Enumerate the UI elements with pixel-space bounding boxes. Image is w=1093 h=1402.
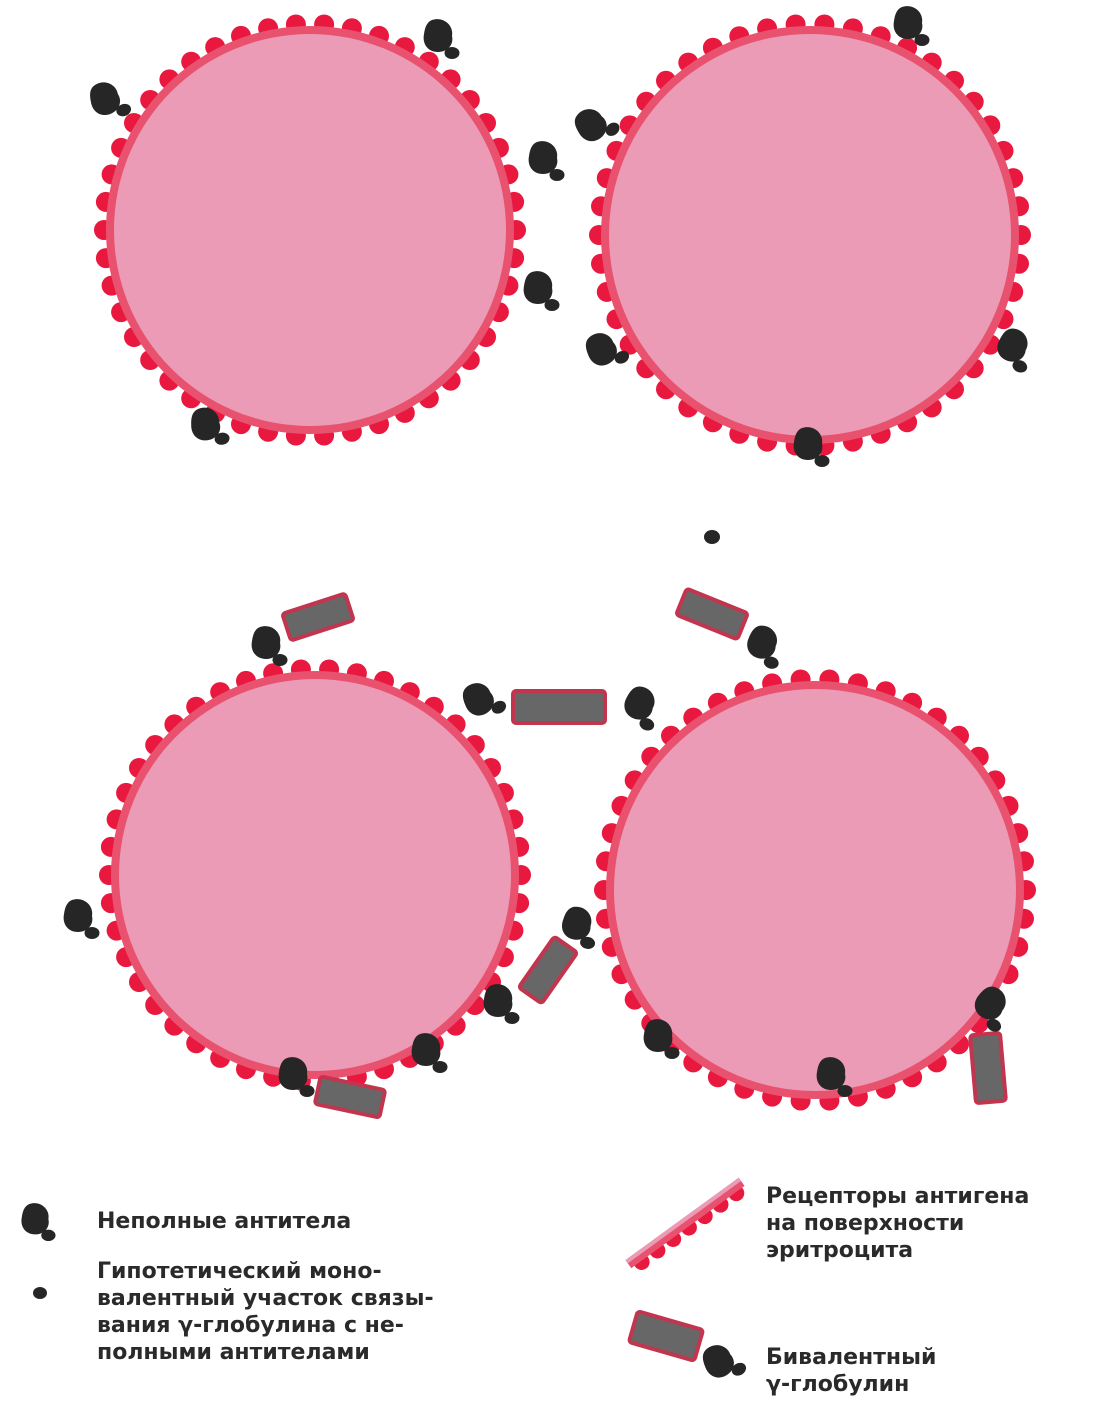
antibody-icon: [252, 626, 288, 666]
bivalent-globulin: [513, 691, 605, 723]
legend-incomplete-antibodies-label: Неполные антитела: [97, 1208, 351, 1235]
antibody-icon: [697, 1336, 748, 1388]
bivalent-globulin: [282, 593, 353, 640]
antibody-icon: [457, 674, 508, 726]
incomplete-antibody: [618, 683, 665, 733]
antibody-icon: [742, 623, 787, 671]
antibody-icon: [64, 899, 100, 939]
bivalent-globulin: [970, 1033, 1006, 1103]
erythrocyte: [94, 15, 526, 446]
erythrocyte: [99, 660, 531, 1091]
globulin-body: [315, 1076, 385, 1117]
incomplete-antibody: [524, 271, 560, 311]
incomplete-antibody: [252, 626, 288, 666]
binding-site-dot-icon: [33, 1287, 47, 1299]
bivalent-globulin: [676, 589, 748, 640]
globulin-body: [519, 937, 577, 1004]
receptor-strip-icon: [625, 1178, 749, 1276]
bivalent-globulin: [519, 937, 577, 1004]
membrane-strip-inner: [625, 1178, 741, 1264]
incomplete-antibody: [529, 141, 565, 181]
antibody-icon: [484, 984, 520, 1024]
antibody-icon: [618, 683, 665, 733]
antibody-icon: [21, 1203, 55, 1241]
binding-site-dot: [704, 530, 720, 544]
legend-antigen-receptors-label: Рецепторы антигена на поверхности эритро…: [766, 1183, 1029, 1264]
legend-bivalent-globulin-label: Бивалентный γ-глобулин: [766, 1344, 936, 1398]
incomplete-antibody: [991, 325, 1038, 375]
incomplete-antibody: [457, 674, 508, 726]
bivalent-globulin-icon: [629, 1311, 703, 1361]
incomplete-antibody: [484, 984, 520, 1024]
erythrocyte: [589, 15, 1031, 456]
antibody-shape: [21, 1203, 55, 1241]
monovalent-binding-sites: [704, 530, 720, 544]
globulin-body: [513, 691, 605, 723]
legend-monovalent-site-label: Гипотетический моно- валентный участок с…: [97, 1258, 434, 1366]
antibody-icon: [529, 141, 565, 181]
cell-body: [614, 689, 1016, 1091]
globulin-body: [282, 593, 353, 640]
cell-body: [119, 679, 511, 1071]
globulin-body: [676, 589, 748, 640]
antibody-shape: [697, 1336, 748, 1388]
globulin-body: [629, 1311, 703, 1361]
cell-body: [114, 34, 506, 426]
globulin-body: [970, 1033, 1006, 1103]
bivalent-globulin: [315, 1076, 385, 1117]
antibody-icon: [524, 271, 560, 311]
antibody-icon: [991, 325, 1038, 375]
incomplete-antibody: [64, 899, 100, 939]
cell-body: [609, 34, 1011, 436]
incomplete-antibody: [742, 623, 787, 671]
